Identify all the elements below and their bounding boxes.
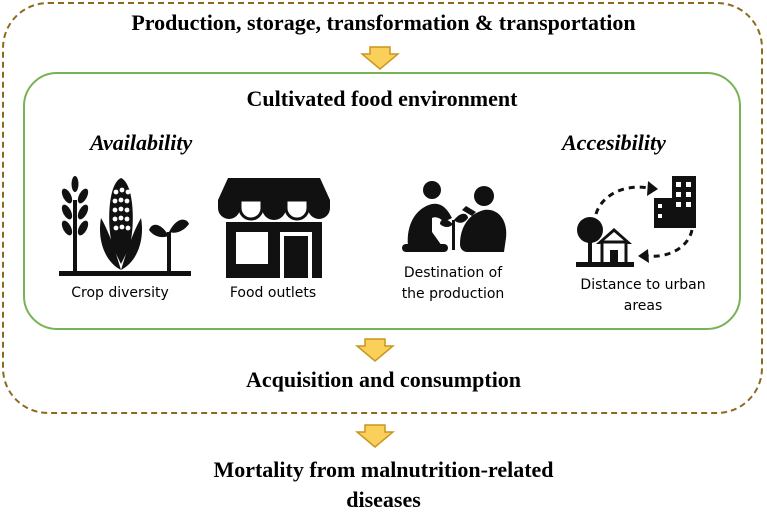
stage-acquisition-title: Acquisition and consumption	[245, 367, 522, 392]
store-icon	[218, 178, 330, 278]
crop-diversity-label: Crop diversity	[71, 285, 169, 301]
down-arrow-icon	[360, 46, 400, 70]
distance-label-line1: Distance to urban	[580, 277, 706, 293]
destination-label: Destination of the production	[383, 263, 523, 305]
house-to-city-icon	[572, 172, 702, 270]
stage-mortality-title-line1: Mortality from malnutrition-related	[213, 457, 554, 482]
crop-diversity-icon	[55, 170, 195, 276]
distance-label: Distance to urban areas	[568, 275, 718, 317]
stage-production-title: Production, storage, transformation & tr…	[131, 10, 636, 35]
food-outlets-label: Food outlets	[229, 285, 317, 301]
cultivated-environment-frame	[23, 72, 741, 330]
planting-people-icon	[398, 180, 510, 256]
destination-label-line1: Destination of	[403, 265, 503, 281]
outer-dashed-frame	[2, 2, 763, 414]
destination-label-line2: the production	[401, 286, 505, 302]
distance-label-line2: areas	[623, 298, 663, 314]
down-arrow-icon	[355, 338, 395, 362]
availability-heading: Availability	[90, 130, 193, 155]
down-arrow-icon	[355, 424, 395, 448]
environment-title: Cultivated food environment	[246, 86, 518, 111]
accessibility-heading: Accesibility	[562, 130, 666, 155]
stage-mortality-title-line2: diseases	[346, 487, 421, 512]
